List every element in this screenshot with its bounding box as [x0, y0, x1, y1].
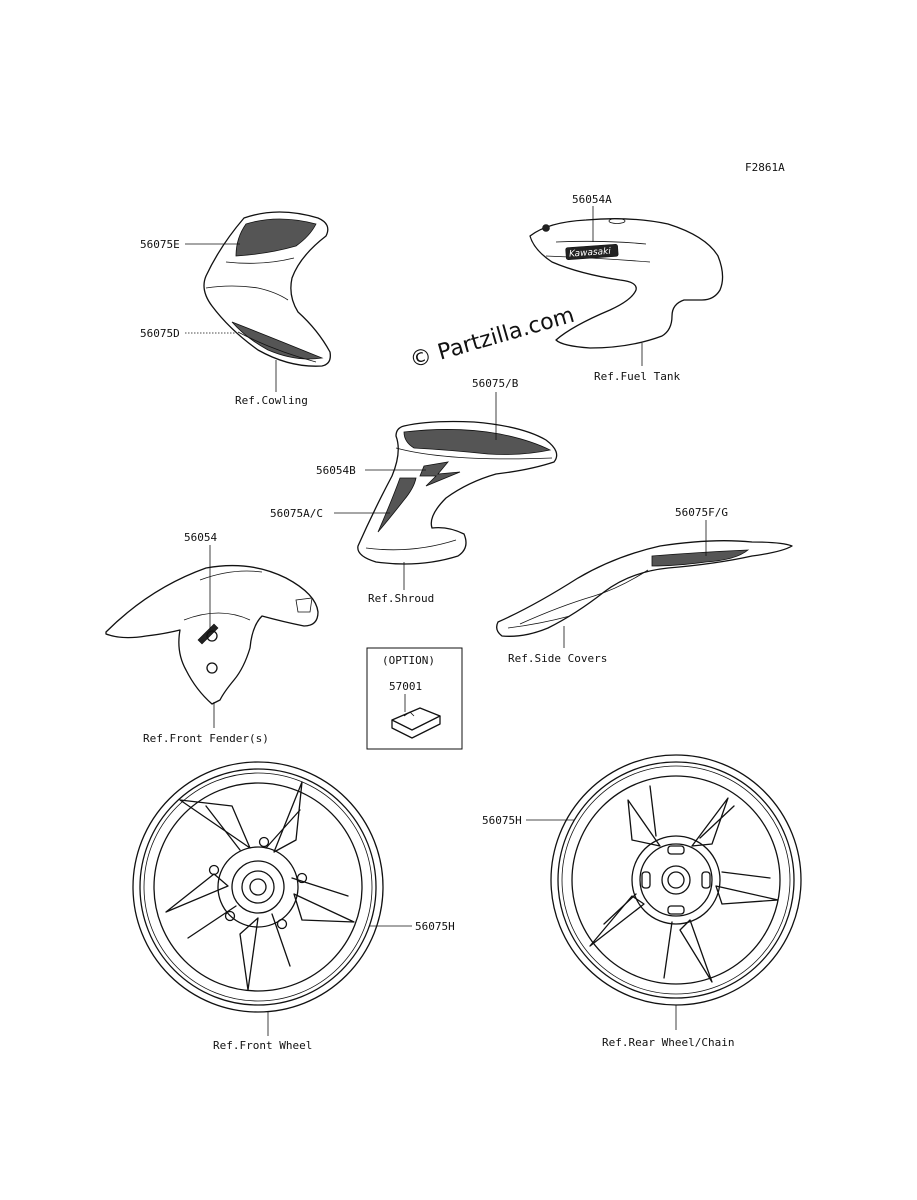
label-56075FG: 56075F/G: [675, 506, 728, 519]
label-ref-rear-wheel: Ref.Rear Wheel/Chain: [602, 1036, 734, 1049]
emblem-dot-icon: [542, 224, 550, 232]
label-56075H-rear: 56075H: [482, 814, 522, 827]
label-ref-shroud: Ref.Shroud: [368, 592, 434, 605]
label-56075B: 56075/B: [472, 377, 519, 390]
front-wheel-part: [132, 761, 384, 1013]
watermark: © Partzilla.com: [407, 303, 577, 374]
kawasaki-logo-icon: Kawasaki: [565, 244, 619, 260]
side-covers-part: [496, 540, 793, 637]
label-56075H-front: 56075H: [415, 920, 455, 933]
svg-text:Kawasaki: Kawasaki: [569, 247, 612, 260]
tool-57001-icon: [391, 707, 441, 739]
label-ref-fuel-tank: Ref.Fuel Tank: [594, 370, 680, 383]
label-56075E: 56075E: [140, 238, 180, 251]
label-57001: 57001: [389, 680, 422, 693]
front-fender-part: [105, 564, 319, 705]
label-ref-side-covers: Ref.Side Covers: [508, 652, 607, 665]
cowling-part: [203, 211, 331, 367]
option-box: [366, 647, 463, 750]
label-ref-front-wheel: Ref.Front Wheel: [213, 1039, 312, 1052]
fuel-tank-part: Kawasaki: [529, 218, 724, 349]
label-56075AC: 56075A/C: [270, 507, 323, 520]
watermark-text: © Partzilla.com: [407, 303, 577, 374]
label-56054A: 56054A: [572, 193, 612, 206]
label-ref-front-fender: Ref.Front Fender(s): [143, 732, 269, 745]
diagram-code: F2861A: [745, 161, 785, 174]
shroud-part: [357, 420, 558, 565]
rear-wheel-part: [550, 754, 802, 1006]
label-56054B: 56054B: [316, 464, 356, 477]
label-ref-cowling: Ref.Cowling: [235, 394, 308, 407]
label-56075D: 56075D: [140, 327, 180, 340]
label-option: (OPTION): [382, 654, 435, 667]
label-56054: 56054: [184, 531, 217, 544]
